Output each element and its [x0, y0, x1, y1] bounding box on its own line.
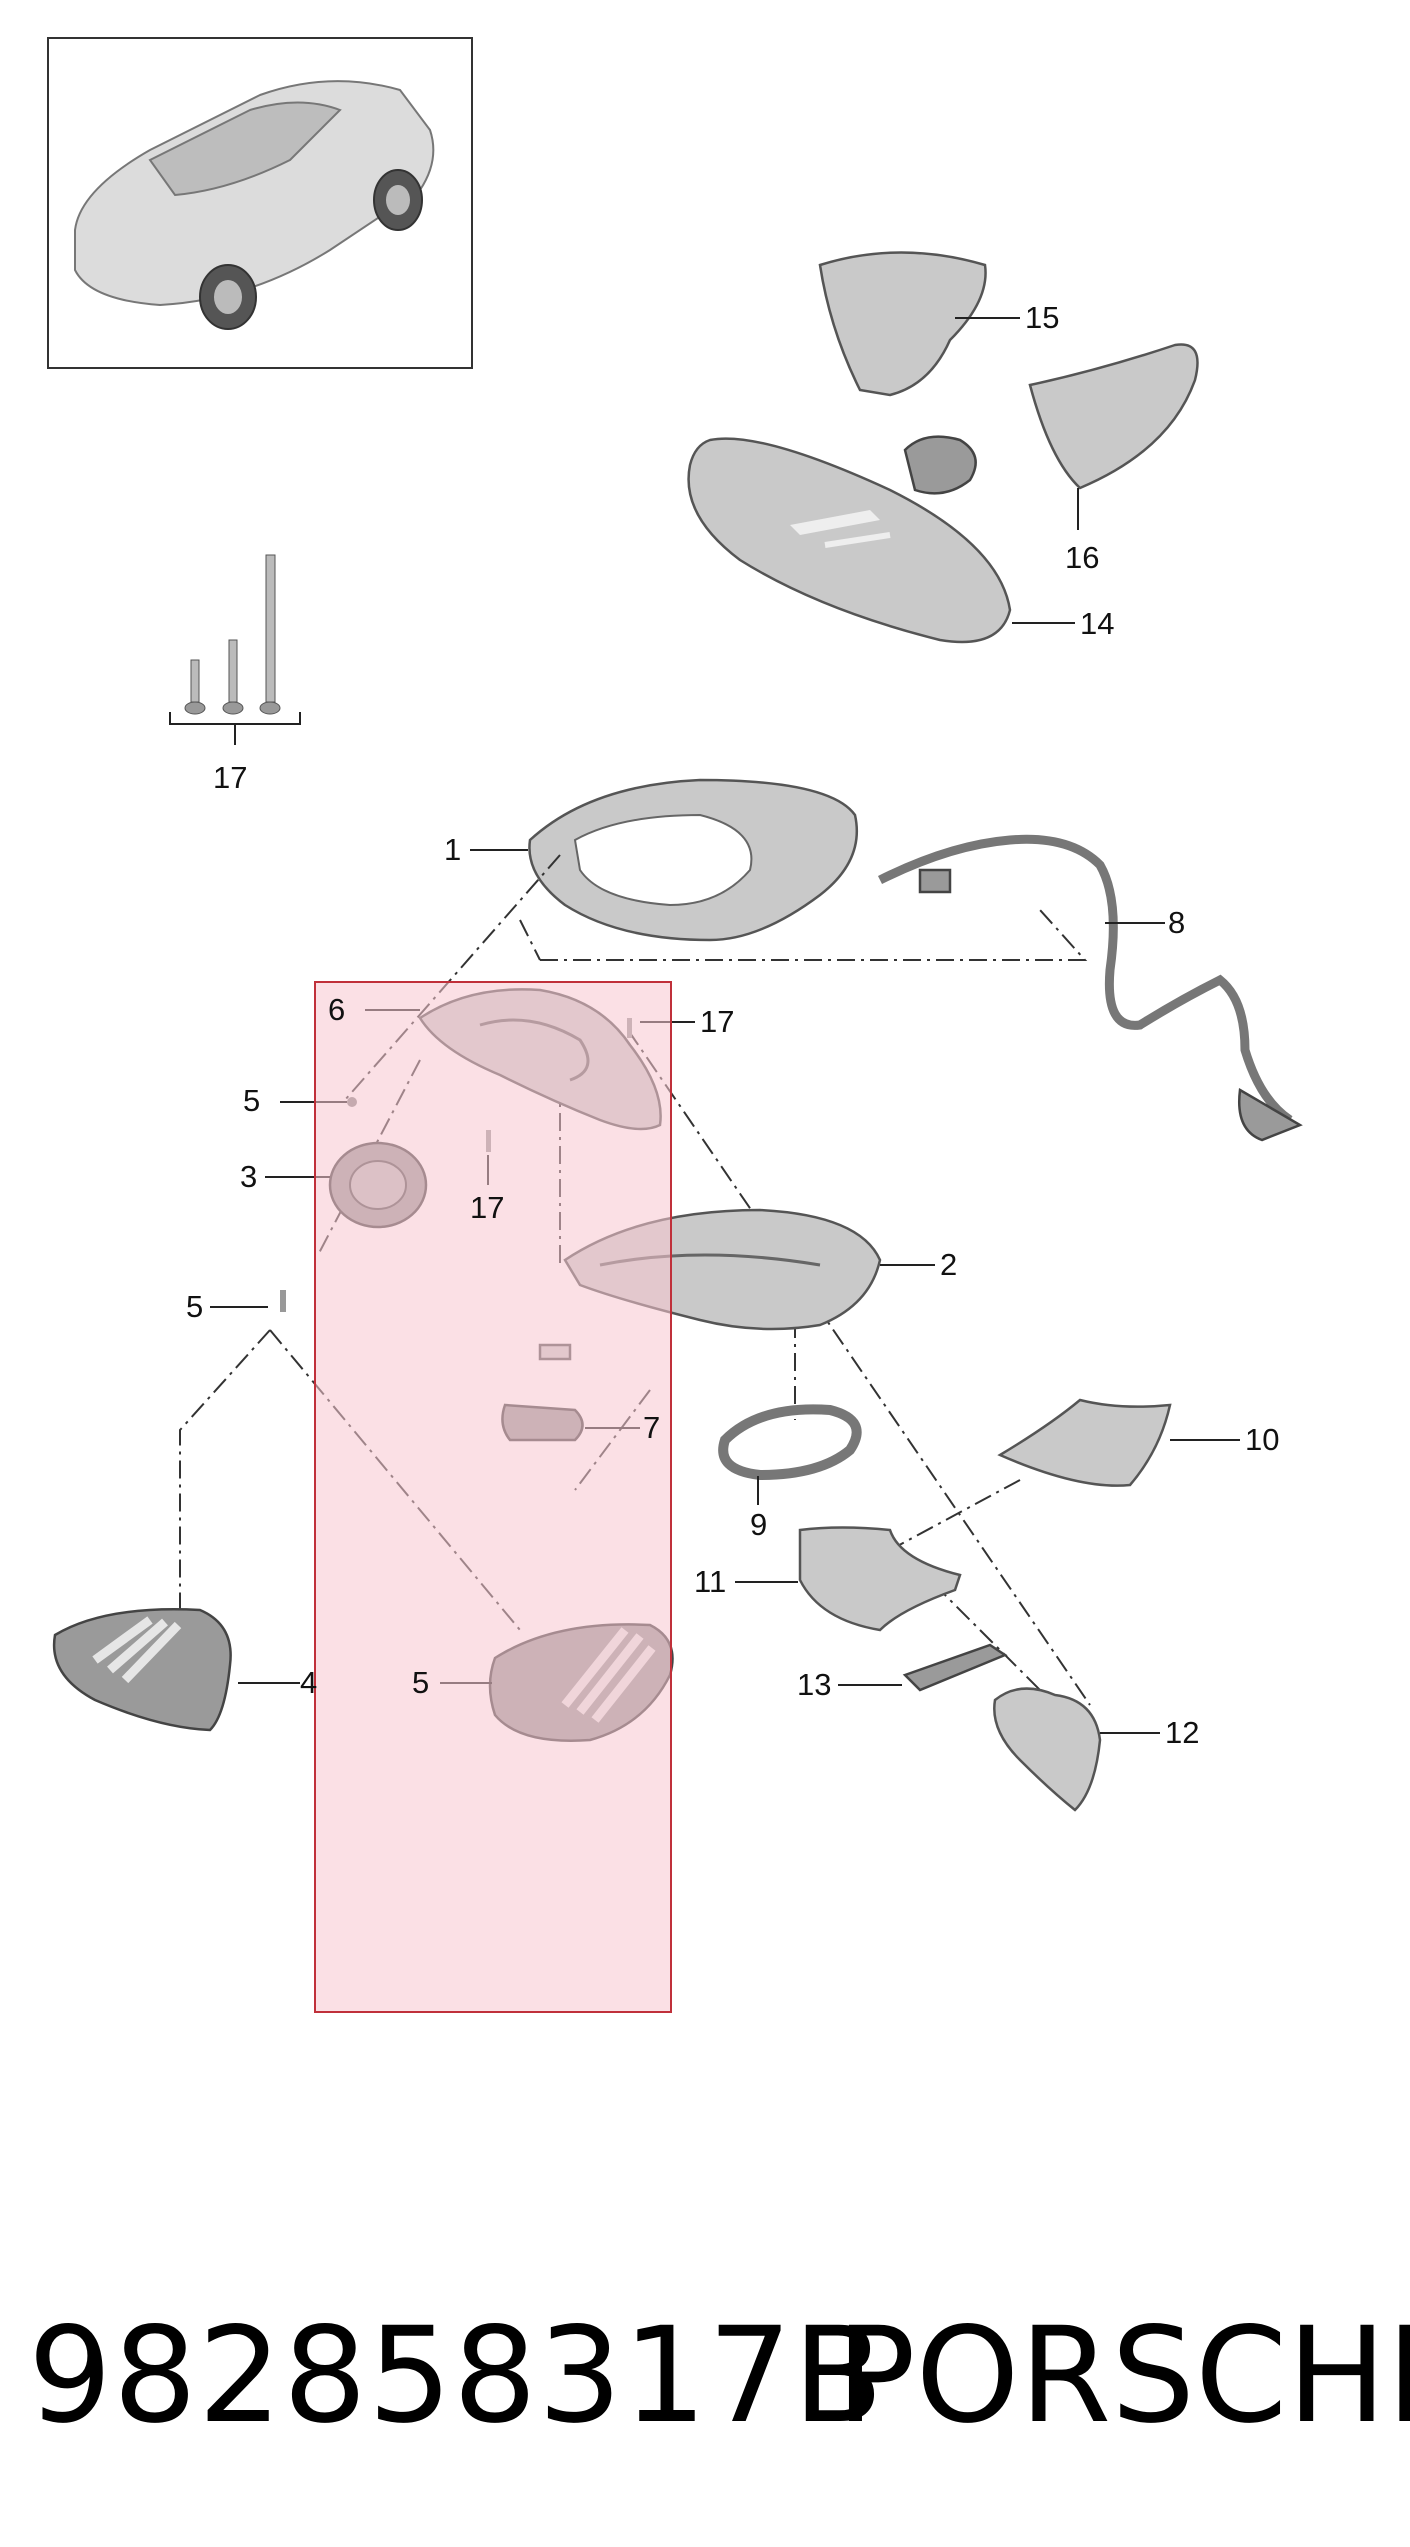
callout-4: 4: [300, 1665, 317, 1700]
part-11-bracket: [735, 1526, 962, 1632]
part-15-mount-cover: [818, 251, 987, 397]
assembly-line: [909, 1559, 1041, 1691]
highlight-region: [314, 981, 672, 2013]
callout-6: 6: [328, 992, 345, 1027]
part-16-trim: [1028, 343, 1199, 490]
callout-17: 17: [470, 1190, 504, 1225]
part-number: 982858317B: [28, 2299, 885, 2453]
part-13-clip: [838, 1643, 1008, 1692]
part-1-mirror-cap: [470, 778, 859, 942]
part-12-base-assembly: [993, 1687, 1160, 1812]
vehicle-thumbnail: [47, 37, 473, 369]
callout-5: 5: [412, 1665, 429, 1700]
callout-16: 16: [1065, 540, 1099, 575]
screw-5-lower: [280, 1290, 286, 1312]
callout-10: 10: [1245, 1422, 1279, 1457]
callout-14: 14: [1080, 606, 1114, 641]
assembly-line: [627, 1029, 1091, 1706]
callout-17: 17: [700, 1004, 734, 1039]
assembly-line: [519, 919, 541, 961]
part-8-wiring-harness: [877, 834, 1303, 1142]
callout-1: 1: [444, 832, 461, 867]
assembly-line: [540, 909, 1088, 961]
brand-name: PORSCHE: [836, 2299, 1410, 2453]
assembly-line: [889, 1479, 1021, 1551]
part-9-seal: [718, 1404, 862, 1505]
assembly-line: [179, 1329, 271, 1630]
callout-2: 2: [940, 1247, 957, 1282]
callout-9: 9: [750, 1507, 767, 1542]
callout-15: 15: [1025, 300, 1059, 335]
callout-12: 12: [1165, 1715, 1199, 1750]
callout-5: 5: [186, 1289, 203, 1324]
part-10-trim-cover: [997, 1398, 1240, 1487]
callout-11: 11: [694, 1564, 726, 1599]
callout-7: 7: [643, 1410, 660, 1445]
callout-3: 3: [240, 1159, 257, 1194]
callout-13: 13: [797, 1667, 831, 1702]
part-4-mirror-glass: [52, 1608, 300, 1732]
callout-17: 17: [213, 760, 247, 795]
callout-5: 5: [243, 1083, 260, 1118]
screws-group: [169, 554, 301, 745]
part-14-interior-mirror: [687, 435, 1075, 644]
callout-8: 8: [1168, 905, 1185, 940]
